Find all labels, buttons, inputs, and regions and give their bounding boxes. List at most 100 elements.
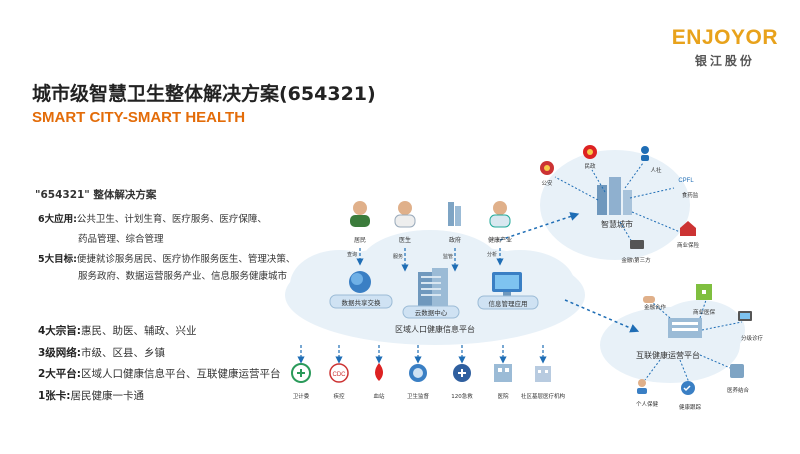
blood-station-icon <box>375 363 383 381</box>
cloud-center-label: 云数据中心 <box>415 308 448 317</box>
goals-row: 5大目标:便捷就诊服务居民、医疗协作服务医生、管理决策、 <box>38 251 295 265</box>
datacenter-building-icon <box>418 268 448 306</box>
smart-city-node-label: 公安 <box>541 179 553 187</box>
top-link-label: 分析 <box>487 251 497 258</box>
globe-icon <box>349 271 371 293</box>
page-subtitle: SMART CITY-SMART HEALTH <box>32 109 246 126</box>
operation-node-label: 医养结合 <box>727 386 750 394</box>
apps-line1: 公共卫生、计划生育、医疗服务、医疗保障、 <box>76 214 267 225</box>
data-exchange-label: 数据共享交换 <box>342 298 382 307</box>
top-node-label: 居民 <box>354 237 366 244</box>
city-skyline-icon <box>597 177 632 215</box>
smart-city-node-label: 食药监 <box>682 191 699 199</box>
cdc-icon: CDC <box>329 363 349 383</box>
operation-title: 互联健康运营平台 <box>636 350 700 360</box>
smart-city-spokes <box>554 162 681 248</box>
info-app-pill <box>477 295 539 310</box>
apps-label: 6大应用: <box>38 214 77 225</box>
operation-node-label: 健康跟踪 <box>679 403 702 411</box>
operation-building-icon <box>668 318 702 338</box>
card-label: 1张卡: <box>38 390 71 402</box>
smart-city-title: 智慧城市 <box>601 219 633 229</box>
page-title: 城市级智慧卫生整体解决方案(654321) <box>32 83 376 105</box>
family-icon <box>637 379 647 394</box>
cpfl-icon: CPFL <box>678 178 694 184</box>
brand-subtitle: 银江股份 <box>694 54 755 68</box>
operation-node-label: 个人保健 <box>636 400 659 408</box>
operation-cloud <box>600 300 745 383</box>
elderly-care-icon <box>730 364 744 378</box>
connector-smart-city <box>499 212 580 241</box>
tenets-value: 惠民、助医、辅政、兴业 <box>81 325 197 337</box>
insurance-house-icon <box>680 221 696 236</box>
community-clinic-icon <box>535 366 551 382</box>
top-node-label: 政府 <box>449 236 461 244</box>
bottom-node-label: 120急救 <box>451 392 473 400</box>
info-app-label: 信息管理应用 <box>489 299 528 308</box>
operation-node-label: 商业医保 <box>693 308 716 316</box>
apps-row: 6大应用:公共卫生、计划生育、医疗服务、医疗保障、 <box>38 211 267 225</box>
bottom-node-label: 社区基层医疗机构 <box>521 392 566 400</box>
smart-city-node-label: 商业保险 <box>677 241 700 249</box>
levels-label: 3级网络: <box>38 347 82 359</box>
top-node-arrows <box>356 248 504 272</box>
card-value: 居民健康一卡通 <box>70 390 145 402</box>
insurance-cube-icon <box>696 284 712 300</box>
doctor-icon <box>394 201 416 228</box>
goals-line2: 服务政府、数据运营服务产业、信息服务健康城市 <box>78 271 288 282</box>
police-badge-icon <box>540 161 554 175</box>
operation-node-label: 金融合作 <box>644 303 667 311</box>
bottom-node-label: 血站 <box>373 392 385 400</box>
brand-logo: ENJOYOR 银江股份 <box>672 26 778 69</box>
bank-card-icon <box>630 240 644 249</box>
person-icon <box>641 146 649 161</box>
smart-city-node-label: 人社 <box>650 166 662 174</box>
top-link-label: 服务 <box>393 253 403 260</box>
data-exchange-pill <box>329 294 393 309</box>
top-node-label: 医生 <box>399 236 411 244</box>
bottom-node-arrows <box>297 345 547 364</box>
goals-label: 5大目标: <box>38 254 77 265</box>
tenets-label: 4大宗旨: <box>38 325 82 337</box>
central-platform-title: 区域人口健康信息平台 <box>395 324 475 334</box>
tenets-row: 4大宗旨:惠民、助医、辅政、兴业 <box>38 323 197 338</box>
platforms-value: 区域人口健康信息平台、互联健康运营平台 <box>81 368 281 380</box>
card-row: 1张卡:居民健康一卡通 <box>38 388 144 403</box>
levels-row: 3级网络:市级、区县、乡镇 <box>38 345 165 360</box>
connector-operation <box>564 299 640 333</box>
tablet-icon <box>738 311 752 321</box>
ambulance-icon <box>453 364 471 382</box>
platforms-label: 2大平台: <box>38 368 82 380</box>
health-commission-icon <box>291 363 311 383</box>
top-link-label: 监管 <box>443 253 453 260</box>
hospital-icon <box>494 364 512 382</box>
bottom-node-label: 医院 <box>497 392 509 400</box>
platform-connectors <box>499 212 640 333</box>
civil-affairs-icon <box>583 145 597 159</box>
top-link-label: 查询 <box>347 251 357 258</box>
health-supervision-icon <box>409 364 427 382</box>
bottom-node-label: 疾控 <box>333 392 345 400</box>
brand-name: ENJOYOR <box>671 26 778 49</box>
goals-line1: 便捷就诊服务居民、医疗协作服务医生、管理决策、 <box>76 254 296 265</box>
health-tracking-icon <box>681 381 695 395</box>
svg-text:CDC: CDC <box>333 372 347 378</box>
handshake-icon <box>643 296 655 303</box>
cloud-center-pill <box>402 305 460 319</box>
smart-city-node-label: 金融\第三方 <box>621 256 651 264</box>
health-industry-icon <box>489 201 511 228</box>
apps-line2: 药品管理、综合管理 <box>78 234 164 245</box>
operation-spokes <box>644 299 743 386</box>
bottom-node-label: 卫计委 <box>293 392 310 400</box>
levels-value: 市级、区县、乡镇 <box>81 347 166 359</box>
operation-node-label: 分级诊疗 <box>741 334 764 342</box>
monitor-icon <box>492 272 522 296</box>
cpfl-label: CPFL <box>678 178 694 184</box>
resident-icon <box>350 201 370 227</box>
platforms-row: 2大平台:区域人口健康信息平台、互联健康运营平台 <box>38 366 281 381</box>
solution-heading: "654321" 整体解决方案 <box>35 189 157 201</box>
government-icon <box>448 202 461 226</box>
bottom-node-label: 卫生监督 <box>407 392 430 400</box>
smart-city-node-label: 民政 <box>584 162 596 170</box>
